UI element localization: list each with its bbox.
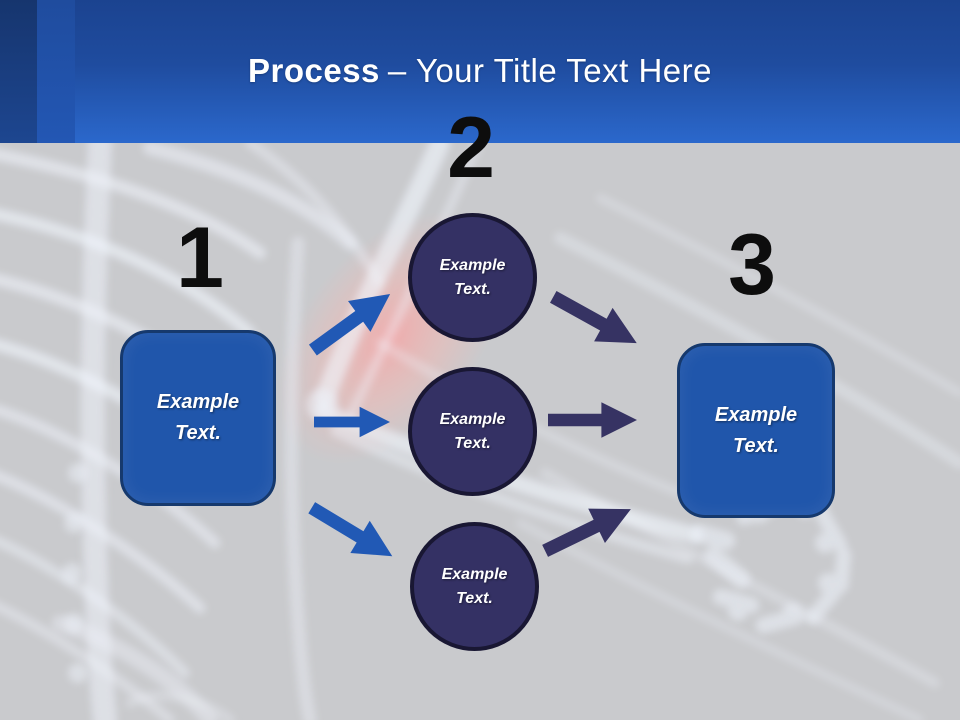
slide-title-keyword: Process xyxy=(247,52,380,89)
title-bar: Process– Your Title Text Here xyxy=(0,0,960,143)
process-circle-2-label: Example Text. xyxy=(439,410,506,452)
arrow-box-to-circle-3 xyxy=(308,502,393,557)
arrow-circle-2-to-box xyxy=(548,402,637,438)
process-box-right: Example Text. xyxy=(677,343,835,518)
xray-skeleton-background xyxy=(0,143,960,720)
process-circle-1-label: Example Text. xyxy=(439,256,506,298)
process-circle-3-label: Example Text. xyxy=(441,565,508,607)
arrow-circle-1-to-box xyxy=(550,291,637,344)
process-circle-1: Example Text. xyxy=(408,213,537,342)
process-box-right-label: Example Text. xyxy=(714,403,798,457)
process-box-left-label: Example Text. xyxy=(156,391,240,444)
arrow-box-to-circle-1 xyxy=(308,293,391,356)
arrow-box-to-circle-2 xyxy=(314,406,390,438)
xray-vertebrae xyxy=(62,389,338,683)
process-box-left: Example Text. xyxy=(120,330,276,506)
slide-title: Process– Your Title Text Here xyxy=(0,52,960,90)
step-number-2: 2 xyxy=(447,100,495,196)
step-number-3: 3 xyxy=(728,217,776,313)
slide-title-subtitle: – Your Title Text Here xyxy=(387,52,713,89)
header-stripe-dark xyxy=(0,0,37,143)
process-circle-2: Example Text. xyxy=(408,367,537,496)
header-stripe-medium xyxy=(37,0,75,143)
process-circle-3: Example Text. xyxy=(410,522,539,651)
arrow-circle-3-to-box xyxy=(542,508,631,557)
step-number-1: 1 xyxy=(176,210,224,306)
